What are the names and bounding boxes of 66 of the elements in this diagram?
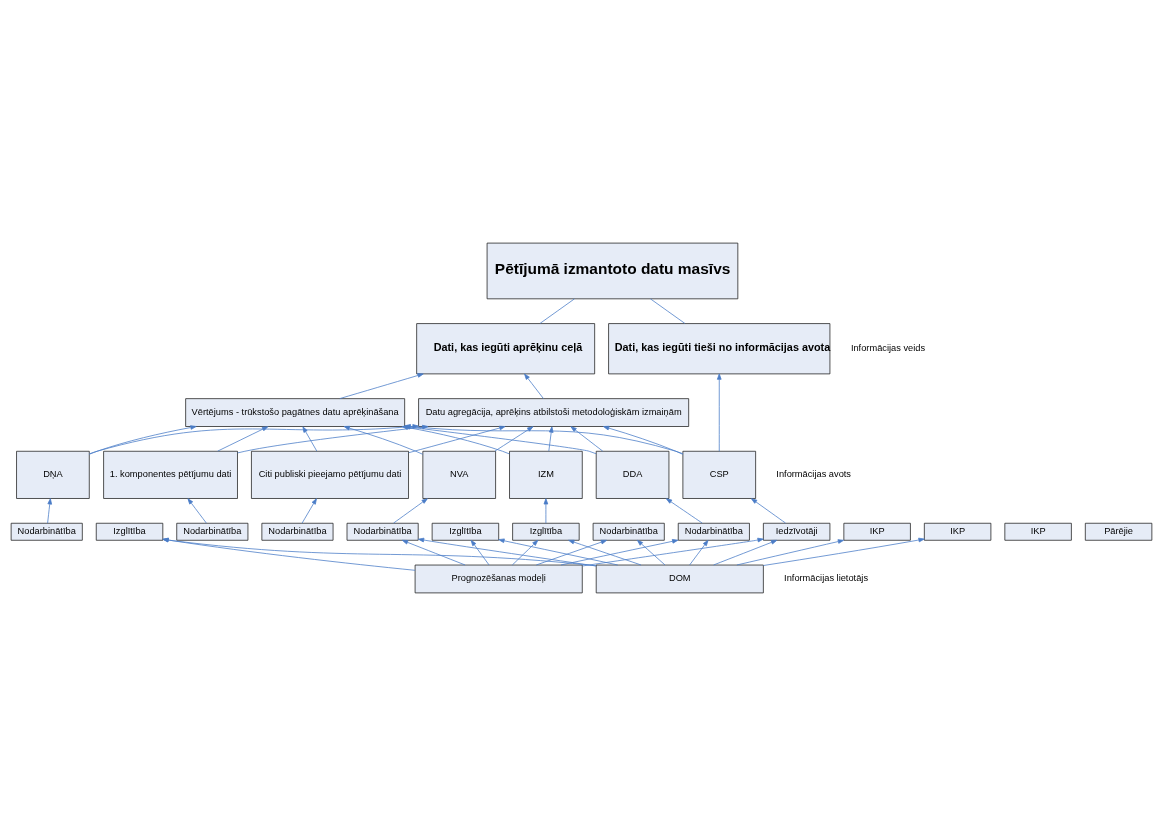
node-box: Izglītība <box>431 522 500 541</box>
arrow <box>560 539 679 566</box>
arrow <box>217 426 269 452</box>
arrow <box>417 537 597 567</box>
arrow <box>689 539 709 566</box>
arrow <box>187 498 207 524</box>
arrow <box>393 498 428 524</box>
arrow <box>524 373 544 399</box>
arrow <box>581 537 764 567</box>
arrow <box>339 373 424 399</box>
arrow <box>603 425 684 455</box>
node-box: Iedzīvotāji <box>763 522 831 541</box>
node-box: DŅA <box>16 450 90 499</box>
arrow <box>637 539 666 566</box>
node-box: IZM <box>509 450 583 499</box>
node-box: DOM <box>595 564 764 594</box>
arrow <box>89 425 197 455</box>
node-box: NVA <box>422 450 496 499</box>
node-box: Nodarbinātība <box>346 522 419 541</box>
arrow <box>498 538 619 566</box>
arrow <box>716 373 722 452</box>
node-box: Nodarbinātība <box>677 522 750 541</box>
arrow <box>763 537 925 566</box>
arrow <box>470 539 490 566</box>
node-box: Izglītība <box>95 522 164 541</box>
arrow <box>665 498 703 524</box>
arrow <box>511 539 539 566</box>
node-box: Datu agregācija, aprēķins atbilstoši metodoloģiskām izmaiņām <box>418 398 690 427</box>
arrow <box>494 426 534 452</box>
arrow <box>401 539 466 566</box>
arrow <box>47 498 52 524</box>
node-box: Nodarbinātība <box>10 522 83 541</box>
node-box: CSP <box>682 450 756 499</box>
node-box: Nodarbinātība <box>176 522 249 541</box>
arrow <box>162 537 416 571</box>
arrow <box>751 498 786 524</box>
arrow <box>543 498 549 524</box>
arrow <box>301 498 317 524</box>
node-box: Citi publiski pieejamo pētījumu dati <box>251 450 409 499</box>
arrow <box>570 426 604 452</box>
node-box: DDA <box>595 450 670 499</box>
node-box: IKP <box>843 522 911 541</box>
node-box: Vērtējums - trūkstošo pagātnes datu aprēķināšana <box>185 398 406 427</box>
label: Informācijas avots <box>776 469 852 480</box>
arrow <box>568 539 642 566</box>
connector <box>539 298 575 324</box>
arrow <box>548 426 554 452</box>
node-box: Pētījumā izmantoto datu masīvs <box>486 242 739 300</box>
arrow <box>535 539 608 566</box>
label: Informācijas veids <box>850 343 926 354</box>
arrow <box>713 539 778 566</box>
arrow <box>302 426 318 452</box>
arrow <box>736 539 844 566</box>
node-box: Prognozēšanas modeļi <box>414 564 583 594</box>
node-box: Dati, kas iegūti tieši no informācijas avota <box>608 323 831 375</box>
label: Informācijas lietotājs <box>784 573 869 584</box>
node-box: Nodarbinātība <box>261 522 334 541</box>
node-box: Dati, kas iegūti aprēķinu ceļā <box>416 323 596 375</box>
arrow <box>162 537 597 567</box>
node-box: 1. komponentes pētījumu dati <box>103 450 238 499</box>
node-box: IKP <box>1004 522 1072 541</box>
node-box: Nodarbinātība <box>592 522 665 541</box>
node-box: Izglītība <box>512 522 580 541</box>
connector <box>650 298 686 324</box>
node-box: IKP <box>923 522 992 541</box>
node-box: Pārējie <box>1084 522 1153 541</box>
